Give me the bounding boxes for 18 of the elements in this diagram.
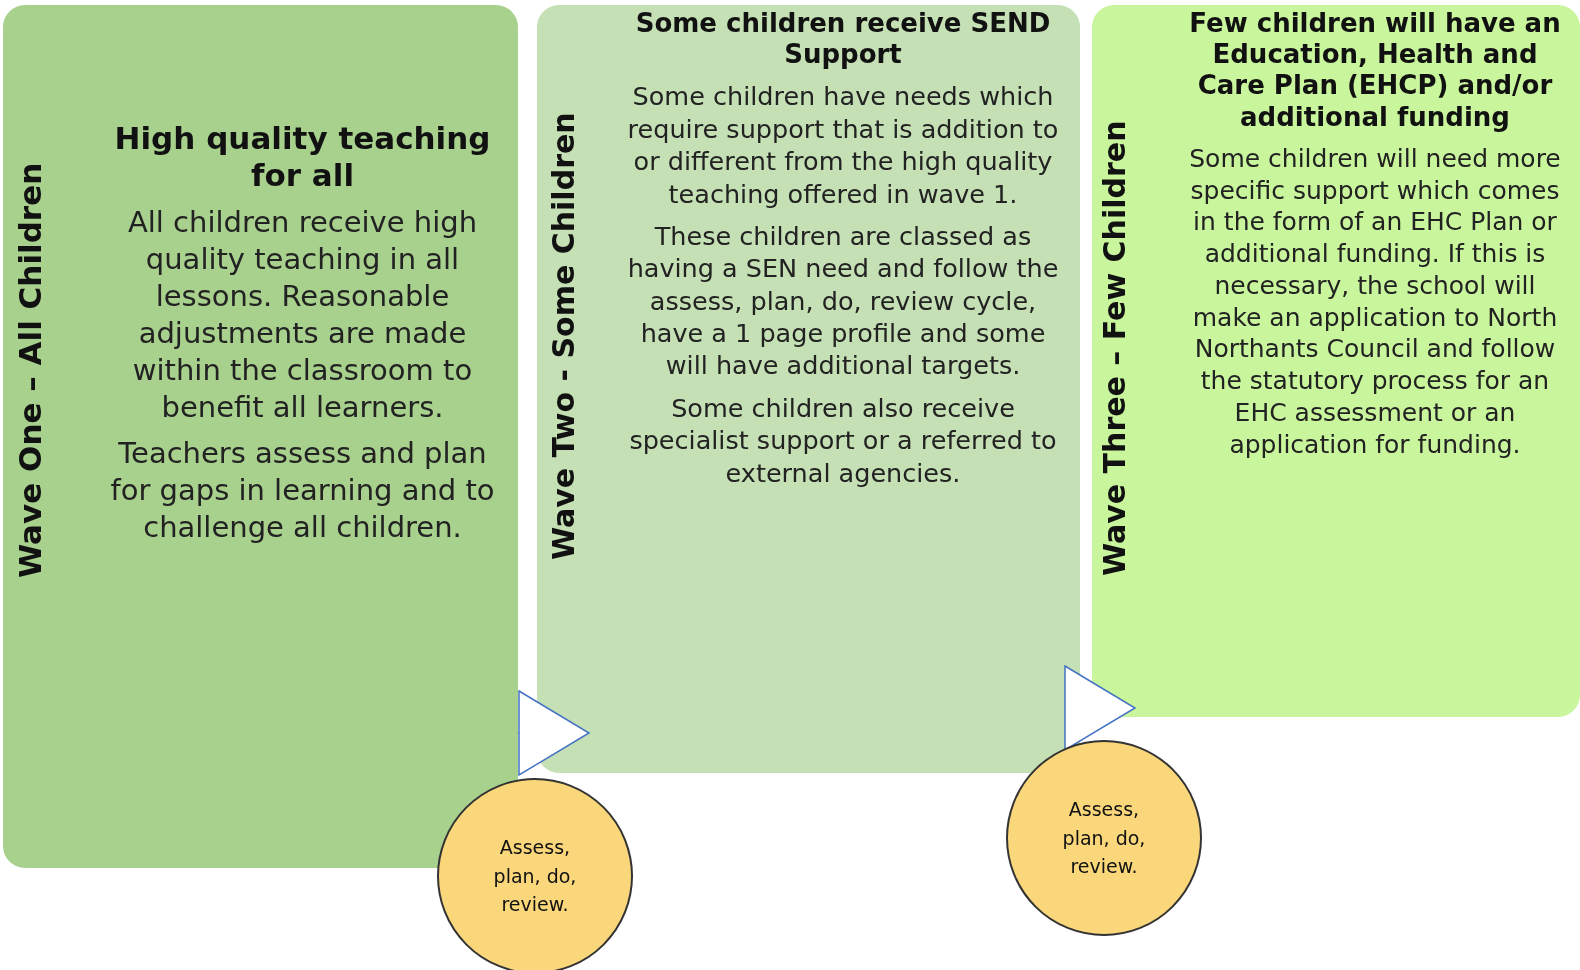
arrow bbox=[1064, 665, 1136, 751]
wave-label: Wave Two - Some Children bbox=[546, 112, 581, 560]
circle-text: Assess, plan, do, review. bbox=[1061, 797, 1147, 880]
panel-heading: Few children will have an Education, Health and Care Plan (EHCP) and/or additional funding bbox=[1188, 8, 1562, 133]
panel-heading: Some children receive SEND Support bbox=[634, 8, 1052, 71]
circle-text: Assess, plan, do, review. bbox=[492, 835, 578, 918]
wave-panel bbox=[537, 5, 1080, 773]
wave-label: Wave Three – Few Children bbox=[1097, 120, 1132, 576]
panel-text: Some children also receive specialist support or a referred to external agencies. bbox=[628, 391, 1058, 489]
wave-panel bbox=[1092, 5, 1580, 717]
arrow bbox=[517, 690, 590, 776]
panel-text: Some children have needs which require support that is addition to or different from the high quality teaching offered in wave 1. bbox=[626, 80, 1060, 210]
panel-text: Some children will need more specific support which comes in the form of an EHC Plan or additional funding. If this is necessary, the school will make an application to North Northants Council and follow the statutory process for an EHC assessment or an application for funding. bbox=[1188, 142, 1562, 461]
wave-label: Wave One – All Children bbox=[12, 162, 48, 578]
panel-text: All children receive high quality teaching in all lessons. Reasonable adjustments are made within the classroom to benefit all learners. bbox=[126, 204, 479, 426]
panel-heading: High quality teaching for all bbox=[113, 120, 492, 195]
panel-text: Teachers assess and plan for gaps in learning and to challenge all children. bbox=[109, 435, 496, 546]
panel-text: These children are classed as having a SEN need and follow the assess, plan, do, review cycle, have a 1 page profile and some will have additional targets. bbox=[626, 219, 1060, 382]
